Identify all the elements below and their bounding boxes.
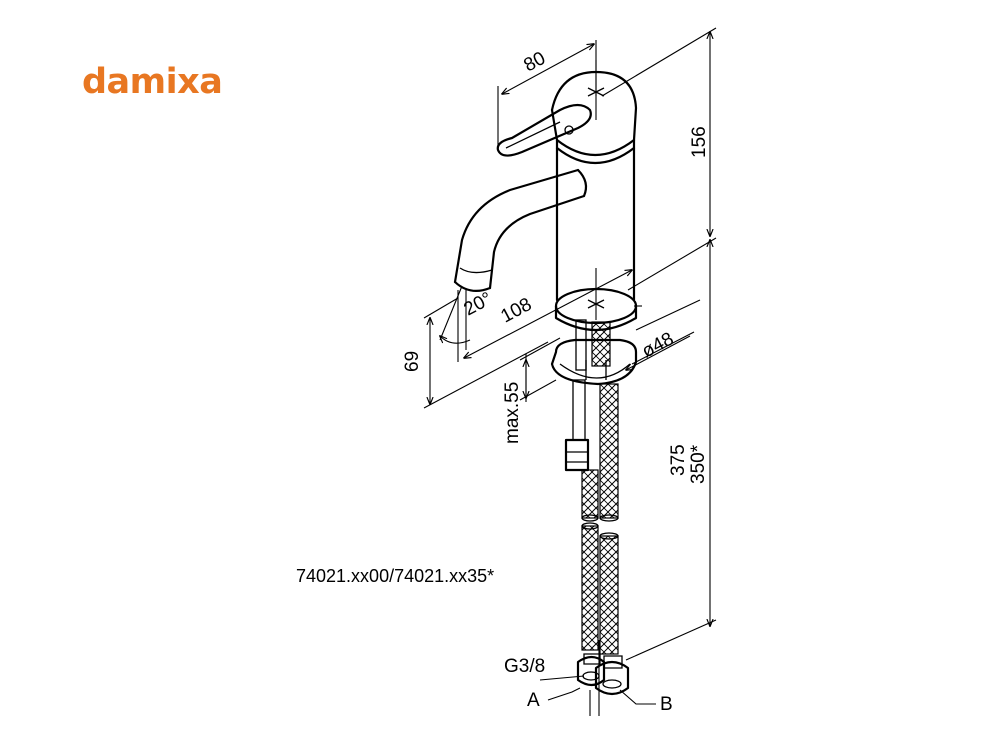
dim-156-label: 156 [689, 126, 710, 158]
leader-b [619, 689, 656, 705]
dim-375-label: 375 [668, 444, 689, 476]
dim-spout-reach [457, 270, 642, 362]
dim-69-label: 69 [402, 351, 423, 372]
dim-spout-height [423, 297, 549, 409]
dim-350-label: 350* [688, 444, 709, 484]
dim-80-label: 80 [520, 48, 549, 76]
leader-a [547, 687, 581, 701]
connection-b-label: B [660, 694, 673, 715]
dim-max55-label: max.55 [502, 382, 523, 444]
dim-max-thickness [519, 337, 561, 402]
dim-108-label: 108 [497, 294, 535, 327]
connection-a-label: A [527, 690, 540, 711]
dim-base-diameter [626, 299, 701, 370]
dim-body-height [601, 27, 717, 291]
hoses [564, 379, 630, 696]
brand-logo: damixa [82, 62, 223, 102]
dim-spout-angle [440, 285, 471, 350]
thread-label: G3/8 [504, 656, 545, 677]
faucet-body [453, 70, 638, 302]
model-code: 74021.xx00/74021.xx35* [296, 566, 494, 586]
leader-g38 [539, 675, 585, 681]
dim-hose-length [625, 240, 717, 661]
dim-handle-width [497, 40, 597, 150]
